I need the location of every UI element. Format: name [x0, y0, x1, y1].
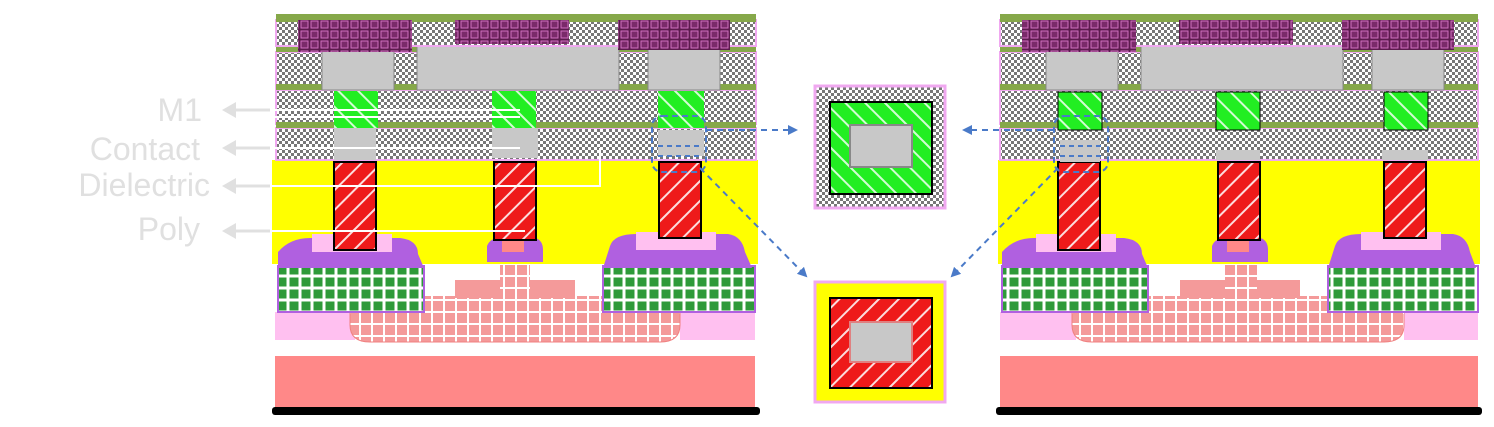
well-left-r	[680, 312, 755, 340]
baseline-right	[996, 407, 1482, 415]
well-left-l	[275, 312, 355, 340]
right-device	[996, 14, 1482, 415]
sd-left-l	[277, 265, 425, 313]
label-m1: M1	[158, 92, 202, 128]
sd-right-r	[1327, 265, 1479, 313]
zoom-bottom	[813, 280, 947, 404]
layer-labels: M1 Contact Dielectric Poly	[78, 92, 270, 247]
baseline-left	[272, 407, 760, 415]
poly-left-1	[333, 161, 377, 251]
poly-right-2	[1217, 161, 1261, 241]
left-device	[270, 14, 760, 415]
channel-left	[349, 311, 681, 343]
sd-right-l	[1001, 265, 1149, 313]
poly-right-1	[1057, 161, 1101, 251]
pointer-lines	[270, 109, 601, 232]
poly-left-3	[658, 161, 702, 239]
sd-left-r	[602, 265, 756, 313]
label-dielectric: Dielectric	[78, 167, 210, 203]
label-arrows	[222, 102, 270, 239]
substrate-right	[1000, 356, 1478, 408]
zoom-top	[813, 84, 947, 210]
channel-right	[1071, 311, 1405, 343]
poly-right-3	[1383, 161, 1427, 239]
substrate-left	[275, 356, 755, 408]
label-contact: Contact	[90, 131, 200, 167]
poly-left-2	[493, 161, 537, 241]
callout-arrows	[699, 125, 1059, 278]
label-poly: Poly	[138, 211, 200, 247]
